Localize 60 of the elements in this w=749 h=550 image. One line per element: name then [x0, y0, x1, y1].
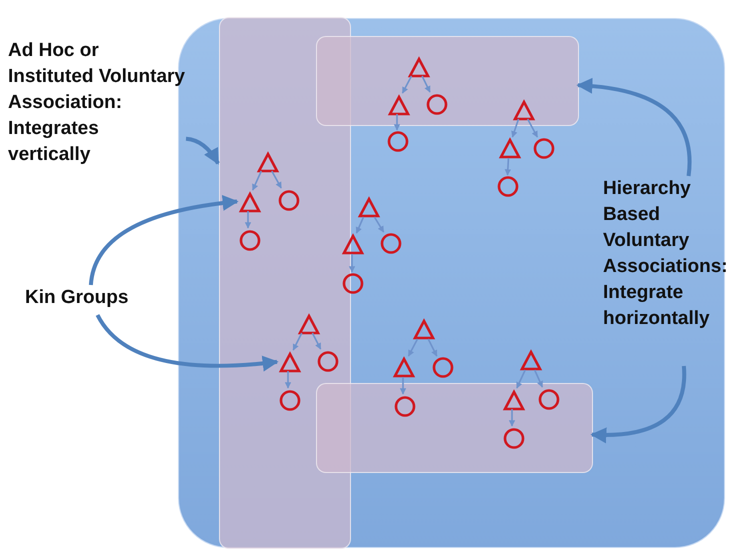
circle-symbol — [497, 176, 519, 197]
arrow — [374, 216, 384, 233]
leader-arrow — [576, 78, 692, 176]
triangle-symbol — [503, 390, 525, 411]
circle-symbol — [426, 94, 448, 115]
triangle-symbol — [413, 319, 435, 340]
arrow — [271, 170, 282, 189]
triangle-symbol — [388, 95, 410, 116]
arrow — [312, 332, 322, 350]
leader-arrow — [88, 195, 239, 286]
arrow — [348, 254, 356, 273]
leader-arrow — [186, 136, 220, 165]
triangle-symbol — [279, 352, 301, 373]
circle-symbol — [432, 357, 454, 378]
arrow — [421, 76, 431, 93]
leader-arrow — [590, 366, 686, 443]
arrow — [516, 370, 526, 389]
callout-text: Hierarchy Based Voluntary Associations: Integrate horizontally — [603, 176, 749, 366]
circle-symbol — [317, 351, 339, 372]
triangle-symbol — [499, 138, 521, 159]
circle-symbol — [380, 233, 402, 254]
triangle-symbol — [520, 350, 542, 371]
arrow — [400, 377, 406, 395]
arrow — [408, 338, 418, 357]
circle-symbol — [278, 190, 300, 211]
triangle-symbol — [408, 57, 430, 78]
circle-symbol — [387, 131, 409, 152]
triangle-symbol — [358, 197, 380, 218]
arrow — [508, 409, 516, 427]
arrow — [284, 371, 292, 389]
callout-text: Ad Hoc or Instituted Voluntary Association: Integrates vertically — [8, 38, 186, 228]
arrow — [511, 118, 520, 138]
circle-symbol — [538, 389, 560, 410]
arrow — [428, 338, 438, 357]
circle-symbol — [394, 396, 416, 417]
callout-text: Kin Groups — [25, 285, 155, 315]
triangle-symbol — [239, 192, 261, 213]
arrow — [402, 76, 412, 94]
arrow — [394, 114, 400, 131]
triangle-symbol — [298, 314, 320, 335]
arrow — [244, 211, 252, 229]
arrow — [292, 332, 302, 351]
horizontal-band — [316, 36, 579, 126]
circle-symbol — [239, 230, 261, 251]
circle-symbol — [533, 138, 555, 159]
triangle-symbol — [393, 357, 415, 378]
arrow — [356, 216, 364, 234]
horizontal-band — [316, 383, 593, 473]
triangle-symbol — [257, 152, 279, 173]
circle-symbol — [503, 428, 525, 449]
arrow — [252, 170, 262, 191]
leader-arrow — [96, 314, 279, 372]
arrow — [526, 118, 538, 138]
triangle-symbol — [342, 234, 364, 255]
circle-symbol — [279, 390, 301, 411]
circle-symbol — [342, 273, 364, 294]
arrow — [534, 370, 544, 388]
arrow — [504, 158, 512, 176]
vertical-band — [219, 17, 351, 549]
triangle-symbol — [513, 100, 535, 121]
